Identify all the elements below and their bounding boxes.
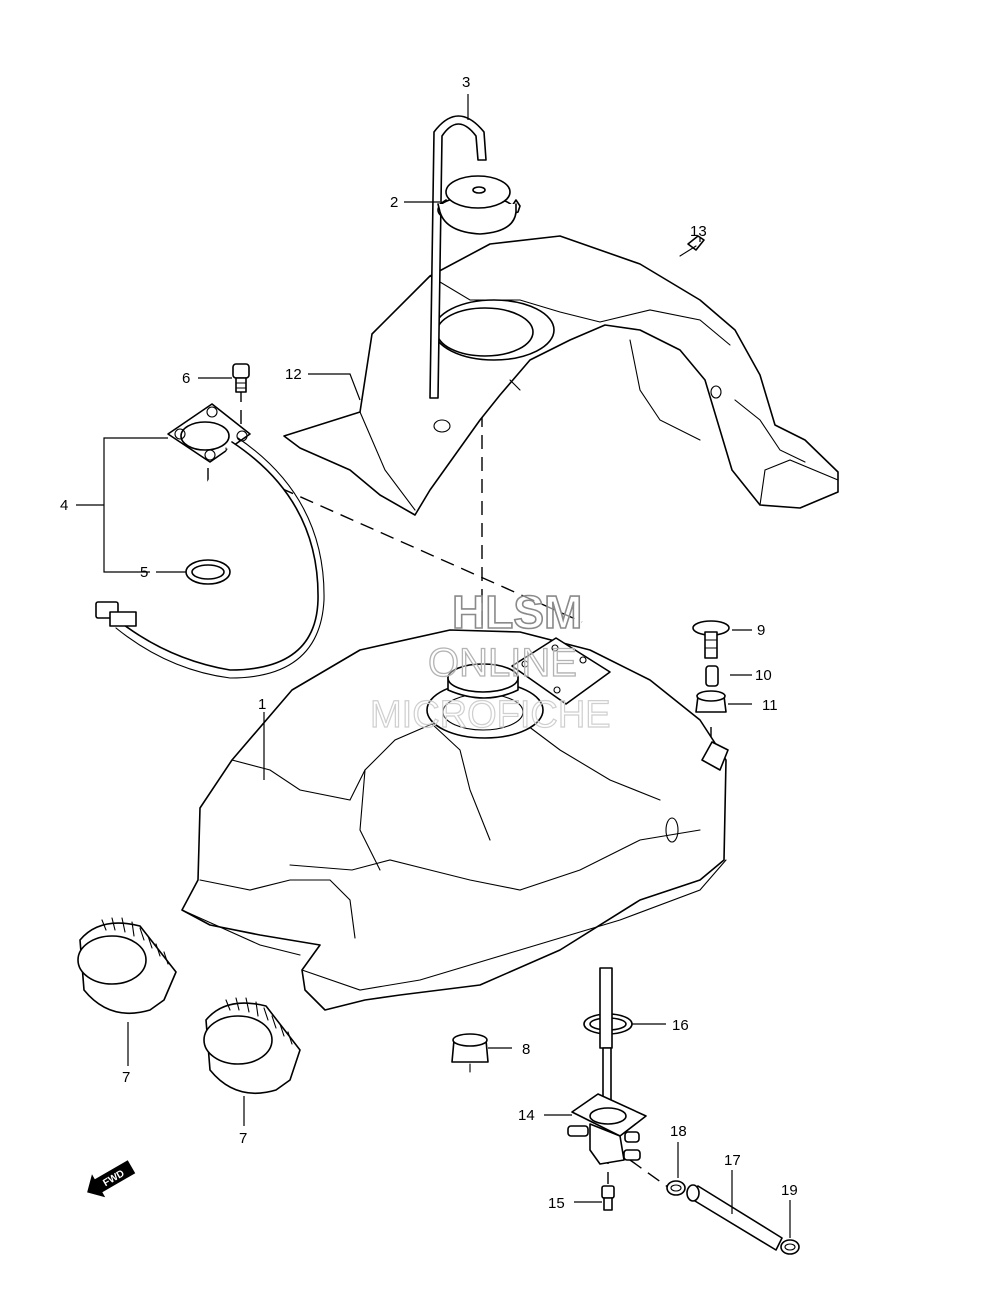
callout-16: 16 bbox=[672, 1017, 689, 1034]
callout-12: 12 bbox=[285, 366, 302, 383]
watermark-line-2: ONLINE bbox=[428, 641, 577, 685]
grommet-part-11 bbox=[695, 690, 727, 713]
fuel-cock-part-14 bbox=[567, 967, 647, 1165]
collar-part-10 bbox=[705, 665, 719, 687]
callout-2: 2 bbox=[390, 194, 398, 211]
callout-11: 11 bbox=[762, 697, 778, 714]
watermark: HLSM ONLINE MICROFICHE bbox=[369, 585, 611, 736]
gasket-part-5 bbox=[185, 559, 231, 585]
callout-8: 8 bbox=[522, 1041, 530, 1058]
watermark-line-3: MICROFICHE bbox=[370, 694, 611, 736]
callout-17: 17 bbox=[724, 1152, 741, 1169]
bolt-part-6 bbox=[232, 363, 250, 393]
fuel-tank-part-1 bbox=[181, 629, 729, 1011]
callout-labels: 1 2 3 4 5 6 7 7 8 9 10 11 12 13 14 15 16… bbox=[60, 74, 798, 1212]
callout-15: 15 bbox=[548, 1195, 565, 1212]
clamp-part-18 bbox=[666, 1180, 686, 1196]
breather-tube-part-3 bbox=[429, 115, 487, 399]
callout-14: 14 bbox=[518, 1107, 535, 1124]
callout-7b: 7 bbox=[239, 1130, 247, 1147]
callout-19: 19 bbox=[781, 1182, 798, 1199]
watermark-line-1: HLSM bbox=[452, 586, 582, 638]
callout-18: 18 bbox=[670, 1123, 687, 1140]
callout-9: 9 bbox=[757, 622, 765, 639]
fuel-cap-part-2 bbox=[437, 175, 521, 235]
callout-7a: 7 bbox=[122, 1069, 130, 1086]
callout-1: 1 bbox=[258, 696, 266, 713]
band-part-7-right bbox=[203, 997, 301, 1094]
leader-lines bbox=[76, 94, 791, 1238]
callout-10: 10 bbox=[755, 667, 772, 684]
screw-part-15 bbox=[601, 1185, 615, 1211]
cushion-part-8 bbox=[451, 1033, 489, 1073]
callout-3: 3 bbox=[462, 74, 470, 91]
forward-arrow-icon: FWD bbox=[87, 1160, 136, 1198]
callout-4: 4 bbox=[60, 497, 68, 514]
frame-cover-part-12 bbox=[283, 235, 839, 516]
callout-6: 6 bbox=[182, 370, 190, 387]
band-part-7-left bbox=[77, 917, 177, 1014]
hose-part-17 bbox=[686, 1184, 783, 1251]
fuel-pump-part-4 bbox=[95, 403, 325, 679]
bolt-part-9 bbox=[692, 620, 730, 659]
callout-13: 13 bbox=[690, 223, 707, 240]
clamp-part-19 bbox=[780, 1239, 800, 1255]
callout-5: 5 bbox=[140, 564, 148, 581]
fwd-label: FWD bbox=[101, 1168, 126, 1189]
